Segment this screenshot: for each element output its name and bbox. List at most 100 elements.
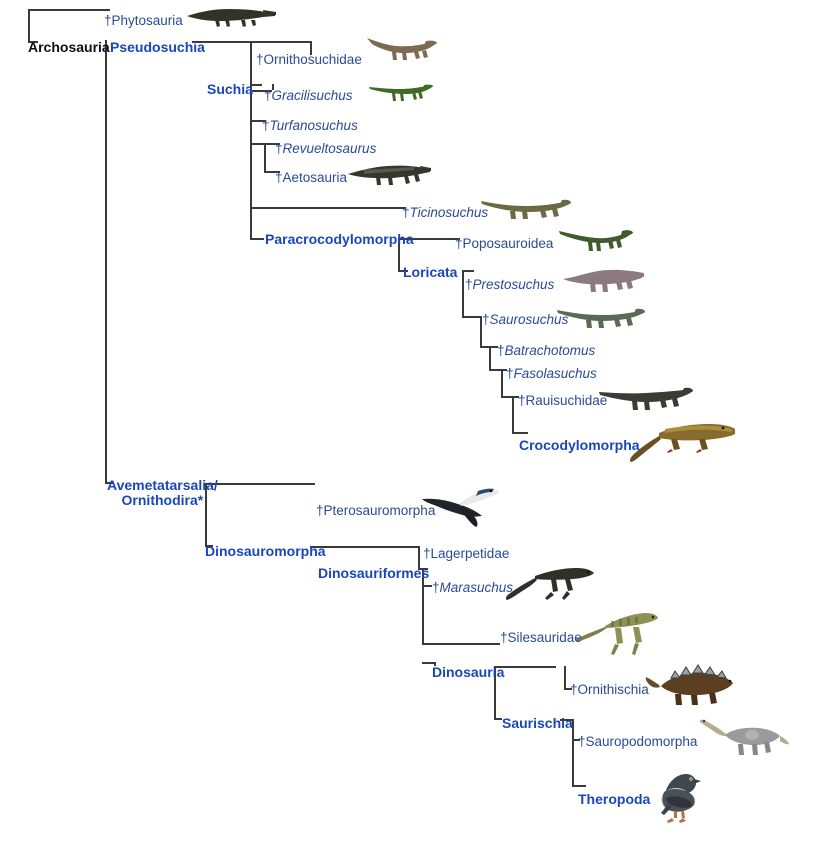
taxon-name: Crocodylomorpha bbox=[519, 437, 640, 453]
taxon-label-revueltosaurus[interactable]: †Revueltosaurus bbox=[275, 142, 376, 156]
taxon-label-turfanosuchus[interactable]: †Turfanosuchus bbox=[262, 119, 358, 133]
taxon-name: Theropoda bbox=[578, 791, 651, 807]
taxon-label-poposauroidea[interactable]: †Poposauroidea bbox=[455, 237, 553, 251]
phytosaur-silhouette-icon bbox=[185, 2, 277, 28]
extinct-dagger-icon: † bbox=[500, 630, 508, 645]
tree-branch-line bbox=[489, 369, 507, 371]
tree-branch-line bbox=[205, 545, 213, 547]
taxon-label-silesauridae[interactable]: †Silesauridae bbox=[500, 631, 582, 645]
taxon-name: Ornithischia bbox=[577, 682, 649, 697]
tree-branch-line bbox=[564, 666, 566, 688]
rauisuchid-silhouette-icon bbox=[598, 380, 694, 410]
taxon-label-phytosauria[interactable]: †Phytosauria bbox=[104, 14, 183, 28]
extinct-dagger-icon: † bbox=[578, 734, 586, 749]
tree-branch-line bbox=[28, 9, 110, 11]
extinct-dagger-icon: † bbox=[455, 236, 463, 251]
clade-label-line: Avemetatarsalia/ bbox=[107, 477, 218, 493]
tree-branch-line bbox=[422, 585, 432, 587]
taxon-name: Gracilisuchus bbox=[271, 88, 353, 103]
tree-branch-line bbox=[434, 662, 436, 666]
clade-label-dinosauria[interactable]: Dinosauria bbox=[432, 664, 505, 680]
taxon-label-batrachotomus[interactable]: †Batrachotomus bbox=[497, 344, 595, 358]
taxon-name: Batrachotomus bbox=[504, 343, 596, 358]
taxon-label-aetosauria[interactable]: †Aetosauria bbox=[275, 171, 347, 185]
taxon-label-theropoda[interactable]: Theropoda bbox=[578, 792, 650, 806]
tree-branch-line bbox=[272, 84, 274, 90]
extinct-dagger-icon: † bbox=[518, 393, 526, 408]
taxon-name: Revueltosaurus bbox=[282, 141, 377, 156]
taxon-label-marasuchus[interactable]: †Marasuchus bbox=[432, 581, 513, 595]
tree-branch-line bbox=[264, 171, 280, 173]
tree-branch-line bbox=[398, 238, 460, 240]
tree-branch-line bbox=[512, 432, 528, 434]
tree-branch-line bbox=[501, 369, 503, 396]
taxon-label-crocodylomorpha[interactable]: Crocodylomorpha bbox=[519, 438, 640, 452]
extinct-dagger-icon: † bbox=[570, 682, 578, 697]
taxon-name: Pterosauromorpha bbox=[323, 503, 436, 518]
clade-label-archosauria[interactable]: Archosauria bbox=[28, 39, 110, 55]
extinct-dagger-icon: † bbox=[506, 366, 514, 381]
clade-label-paracrocodylomorpha[interactable]: Paracrocodylomorpha bbox=[265, 231, 414, 247]
ticinosuchus-silhouette-icon bbox=[480, 192, 572, 220]
extinct-dagger-icon: † bbox=[497, 343, 505, 358]
tree-branch-line bbox=[28, 9, 30, 41]
tree-branch-line bbox=[572, 785, 586, 787]
taxon-name: Poposauroidea bbox=[462, 236, 554, 251]
tree-branch-line bbox=[422, 643, 500, 645]
tree-branch-line bbox=[572, 739, 580, 741]
taxon-label-pterosauromorpha[interactable]: †Pterosauromorpha bbox=[316, 504, 435, 518]
extinct-dagger-icon: † bbox=[432, 580, 440, 595]
taxon-label-lagerpetidae[interactable]: †Lagerpetidae bbox=[423, 547, 509, 561]
extinct-dagger-icon: † bbox=[275, 141, 283, 156]
clade-label-saurischia[interactable]: Saurischia bbox=[502, 715, 573, 731]
tree-branch-line bbox=[250, 207, 406, 209]
extinct-dagger-icon: † bbox=[104, 13, 112, 28]
tree-branch-line bbox=[480, 316, 482, 346]
taxon-label-ornithosuchidae[interactable]: †Ornithosuchidae bbox=[256, 53, 362, 67]
crocodile-silhouette-icon bbox=[625, 415, 737, 463]
tree-branch-line bbox=[264, 143, 266, 171]
extinct-dagger-icon: † bbox=[256, 52, 264, 67]
taxon-label-rauisuchidae[interactable]: †Rauisuchidae bbox=[518, 394, 607, 408]
tree-branch-line bbox=[310, 546, 420, 548]
tree-branch-line bbox=[105, 40, 107, 482]
taxon-name: Saurosuchus bbox=[489, 312, 569, 327]
taxon-label-fasolasuchus[interactable]: †Fasolasuchus bbox=[506, 367, 597, 381]
taxon-label-sauropodomorpha[interactable]: †Sauropodomorpha bbox=[578, 735, 697, 749]
tree-branch-line bbox=[494, 718, 502, 720]
tree-branch-line bbox=[572, 719, 574, 739]
tree-branch-line bbox=[572, 739, 574, 785]
tree-branch-line bbox=[501, 396, 519, 398]
gracilisuchus-silhouette-icon bbox=[368, 78, 434, 104]
sauropod-silhouette-icon bbox=[698, 716, 790, 756]
taxon-name: Ticinosuchus bbox=[409, 205, 489, 220]
extinct-dagger-icon: † bbox=[264, 88, 272, 103]
taxon-label-gracilisuchus[interactable]: †Gracilisuchus bbox=[264, 89, 353, 103]
silesaurid-silhouette-icon bbox=[575, 608, 659, 658]
taxon-name: Fasolasuchus bbox=[513, 366, 597, 381]
tree-branch-line bbox=[105, 482, 113, 484]
clade-label-loricata[interactable]: Loricata bbox=[403, 264, 458, 280]
taxon-label-ticinosuchus[interactable]: †Ticinosuchus bbox=[402, 206, 488, 220]
clade-label-dinosauriformes[interactable]: Dinosauriformes bbox=[318, 565, 430, 581]
clade-label-line: Ornithodira* bbox=[121, 491, 204, 508]
taxon-label-prestosuchus[interactable]: †Prestosuchus bbox=[465, 278, 554, 292]
tree-branch-line bbox=[398, 238, 400, 270]
clade-label-suchia[interactable]: Suchia bbox=[207, 81, 253, 97]
taxon-label-ornithischia[interactable]: †Ornithischia bbox=[570, 683, 649, 697]
clade-label-pseudosuchia[interactable]: Pseudosuchia bbox=[110, 39, 205, 55]
tree-branch-line bbox=[422, 568, 424, 643]
extinct-dagger-icon: † bbox=[402, 205, 410, 220]
taxon-name: Aetosauria bbox=[282, 170, 348, 185]
taxon-label-saurosuchus[interactable]: †Saurosuchus bbox=[482, 313, 568, 327]
aetosaur-silhouette-icon bbox=[346, 158, 432, 186]
clade-label-dinosauromorpha[interactable]: Dinosauromorpha bbox=[205, 543, 326, 559]
tree-branch-line bbox=[494, 666, 496, 718]
bird-silhouette-icon bbox=[650, 768, 708, 826]
ornithosuchid-silhouette-icon bbox=[366, 32, 438, 62]
tree-branch-line bbox=[422, 662, 434, 664]
tree-branch-line bbox=[494, 666, 556, 668]
tree-branch-line bbox=[205, 483, 315, 485]
taxon-name: Phytosauria bbox=[111, 13, 183, 28]
clade-label-avemetatarsalia[interactable]: Avemetatarsalia/Ornithodira* bbox=[107, 478, 218, 507]
